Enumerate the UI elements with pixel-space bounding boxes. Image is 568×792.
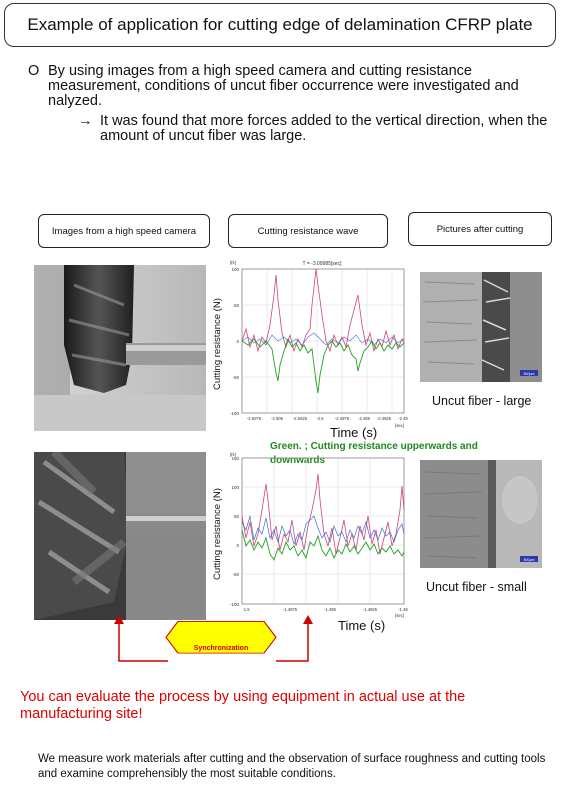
chart-top-ytick: -50	[232, 375, 239, 380]
chart-bottom-xtick: -1.5	[242, 607, 250, 612]
chart-bottom: [N] 150 100 50 0 -50 -100 -1.5 -1.4975 -…	[230, 452, 408, 618]
intro-text: By using images from a high speed camera…	[48, 63, 519, 109]
chart-top-xtick: -2.5025	[293, 416, 308, 421]
chart-top-unit-x: [sec]	[395, 423, 404, 428]
chart-bottom-xtick: -1.495	[324, 607, 337, 612]
chart-bottom-ytick: -50	[232, 572, 239, 577]
chart-bottom-xtick: -1.49	[398, 607, 408, 612]
chart-bottom-ylabel: Cutting resistance (N)	[212, 488, 223, 580]
sync-hexagon	[165, 621, 277, 654]
chart-bottom-unit-y: [N]	[230, 452, 236, 457]
bottom-statement: We measure work materials after cutting …	[38, 753, 546, 780]
sync-arrow-left	[118, 622, 168, 662]
sync-connector: Synchronization	[114, 615, 313, 662]
caption-small: Uncut fiber - small	[426, 580, 527, 594]
arrow-up-icon	[114, 615, 124, 624]
right-arrow-icon: →	[78, 113, 93, 129]
chart-top-ytick: -100	[230, 411, 240, 416]
chart-top-xlabel: Time (s)	[330, 425, 378, 440]
sync-arrow-right	[276, 622, 309, 662]
chart-bottom-ytick: 0	[236, 543, 239, 548]
chart-top-xtick: -2.4975	[335, 416, 350, 421]
caption-large: Uncut fiber - large	[432, 394, 532, 408]
label-pictures: Pictures after cutting	[408, 212, 552, 246]
chart-bottom-xtick: -1.4925	[363, 607, 378, 612]
tool-image-large	[34, 265, 206, 431]
chart-top-blue-trace	[241, 332, 405, 346]
camera-image-bottom	[34, 452, 206, 620]
arrow-up-icon	[303, 615, 313, 624]
red-statement: You can evaluate the process by using eq…	[20, 689, 466, 722]
chart-bottom-blue-trace	[241, 515, 405, 546]
title-box: Example of application for cutting edge …	[4, 3, 556, 47]
chart-top-green-trace	[241, 337, 405, 394]
chart-top-ytick: 100	[231, 267, 239, 272]
after-cut-image-large: 500μm	[420, 272, 542, 382]
camera-image-top	[34, 265, 206, 431]
chart-bottom-ytick: 50	[234, 514, 240, 519]
green-note: Green. ; Cutting resistance upperwards a…	[270, 441, 478, 466]
label-camera: Images from a high speed camera	[38, 214, 210, 248]
chart-top-header: T = -3.09985[sec]	[303, 261, 343, 267]
finding-paragraph: → It was found that more forces added to…	[78, 114, 558, 144]
bullet-circle: O	[28, 63, 40, 79]
chart-top-xtick: -2.495	[358, 416, 371, 421]
chart-bottom-ytick: 150	[231, 456, 239, 461]
chart-bottom-unit-x: [sec]	[395, 613, 404, 618]
chart-bottom-green-trace	[241, 529, 405, 562]
chart-top-xtick: -2.505	[271, 416, 284, 421]
chart-top-red-trace	[241, 268, 405, 353]
chart-bottom-ytick: -100	[230, 602, 240, 607]
chart-top: T = -3.09985[sec] [N] 100 50 0 -50 -100 …	[230, 260, 408, 428]
label-wave: Cutting resistance wave	[228, 214, 388, 248]
chart-top-unit-y: [N]	[230, 260, 236, 265]
chart-top-xtick: -2.5075	[247, 416, 262, 421]
finding-text: It was found that more forces added to t…	[100, 113, 548, 144]
chart-top-xtick: -2.5	[316, 416, 324, 421]
chart-bottom-grid	[241, 457, 405, 605]
after-cut-image-small: 500μm	[420, 460, 542, 568]
chart-bottom-xlabel: Time (s)	[338, 618, 386, 633]
chart-top-ytick: 50	[234, 303, 240, 308]
chart-bottom-xtick: -1.4975	[283, 607, 298, 612]
chart-top-xtick: -2.49	[398, 416, 408, 421]
intro-paragraph: O By using images from a high speed came…	[28, 63, 554, 109]
chart-bottom-ytick: 100	[231, 485, 239, 490]
tool-image-small	[34, 452, 206, 620]
chart-top-ytick: 0	[236, 339, 239, 344]
sync-label: Synchronization	[194, 645, 248, 652]
chart-top-ylabel: Cutting resistance (N)	[212, 298, 223, 390]
chart-bottom-red-trace	[241, 473, 405, 555]
page-title: Example of application for cutting edge …	[27, 15, 533, 34]
scale-bar-label-2: 500μm	[524, 558, 535, 562]
scale-bar-label: 500μm	[524, 372, 535, 376]
chart-top-xtick: -2.4925	[377, 416, 392, 421]
